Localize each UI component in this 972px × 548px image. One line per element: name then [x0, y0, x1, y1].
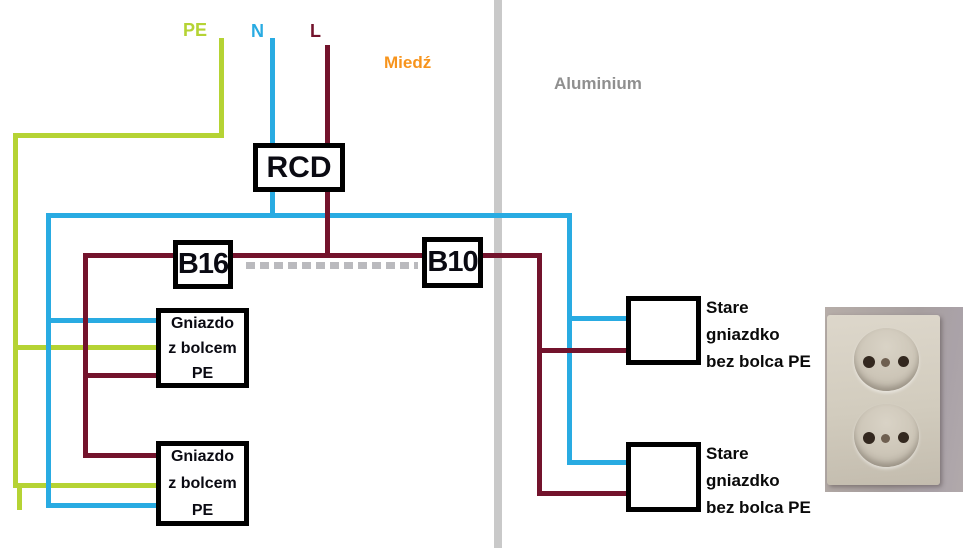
l-wire-to-socket2: [83, 453, 156, 458]
l-wire-to-old-socket1: [537, 348, 626, 353]
erased-text-artifact: [246, 262, 418, 269]
pe-wire-left-vertical: [13, 133, 18, 488]
old-socket-photo: [825, 307, 963, 492]
socket-plate: [827, 315, 940, 485]
b16-breaker-label: B16: [177, 248, 229, 280]
old-socket-2-line2: gniazdko: [706, 471, 780, 490]
n-wire-to-old-socket2: [567, 460, 626, 465]
socket-with-pe-box-1: Gniazdo z bolcem PE: [156, 308, 249, 388]
pe-wire-to-socket2: [13, 483, 156, 488]
old-socket-1-line2: gniazdko: [706, 325, 780, 344]
l-label: L: [310, 21, 321, 41]
n-wire-top-vertical: [270, 38, 275, 143]
l-wire-to-socket1: [83, 373, 156, 378]
old-socket-1-line3: bez bolca PE: [706, 352, 811, 371]
n-wire-to-socket1: [46, 318, 156, 323]
pe-wire-top-vertical: [219, 38, 224, 138]
old-socket-box-1: [626, 296, 701, 365]
socket-with-pe-1-line2: z bolcem: [168, 339, 237, 357]
n-wire-main-horizontal: [46, 213, 572, 218]
socket-with-pe-1-line1: Gniazdo: [170, 314, 235, 332]
old-socket-2-label: Stare gniazdko bez bolca PE: [706, 440, 811, 521]
old-socket-1-line1: Stare: [706, 298, 749, 317]
socket-with-pe-box-2: Gniazdo z bolcem PE: [156, 441, 249, 526]
socket-hole-left-bottom: [863, 432, 875, 444]
socket-with-pe-2-line2: z bolcem: [168, 475, 237, 492]
copper-section-label: Miedź: [384, 53, 432, 72]
l-wire-to-old-socket2: [537, 491, 626, 496]
old-socket-2-line1: Stare: [706, 444, 749, 463]
socket-hole-left-top: [863, 356, 875, 368]
l-wire-below-rcd: [325, 192, 330, 258]
socket-hole-center-bottom: [881, 434, 890, 443]
socket-recess-bottom: [854, 404, 919, 467]
l-wire-main-horizontal: [83, 253, 542, 258]
b16-breaker-box: B16: [173, 240, 233, 289]
socket-with-pe-2-line3: PE: [191, 502, 214, 519]
copper-aluminium-divider-line: [494, 0, 502, 548]
rcd-box-label: RCD: [266, 150, 332, 184]
aluminium-section-label: Aluminium: [554, 74, 642, 93]
pe-wire-end-stub: [17, 488, 22, 510]
n-wire-to-old-socket1: [567, 316, 626, 321]
socket-hole-right-bottom: [898, 432, 909, 443]
old-socket-1-label: Stare gniazdko bez bolca PE: [706, 294, 811, 375]
l-wire-top-vertical: [325, 45, 330, 143]
n-wire-to-socket2: [46, 503, 156, 508]
socket-hole-center-top: [881, 358, 890, 367]
pe-wire-top-horizontal: [13, 133, 224, 138]
pe-label: PE: [183, 20, 208, 40]
b10-breaker-box: B10: [422, 237, 483, 288]
old-socket-box-2: [626, 442, 701, 512]
old-socket-2-line3: bez bolca PE: [706, 498, 811, 517]
n-wire-right-vertical: [567, 213, 572, 465]
l-wire-left-vertical: [83, 253, 88, 458]
rcd-box: RCD: [253, 143, 345, 192]
l-wire-right-vertical: [537, 253, 542, 496]
n-wire-below-rcd: [270, 192, 275, 218]
b10-breaker-label: B10: [427, 246, 478, 278]
socket-recess-top: [854, 328, 919, 391]
n-label: N: [251, 21, 264, 41]
socket-hole-right-top: [898, 356, 909, 367]
n-wire-left-vertical: [46, 213, 51, 508]
socket-with-pe-1-line3: PE: [191, 364, 214, 382]
socket-with-pe-2-line1: Gniazdo: [170, 448, 235, 465]
